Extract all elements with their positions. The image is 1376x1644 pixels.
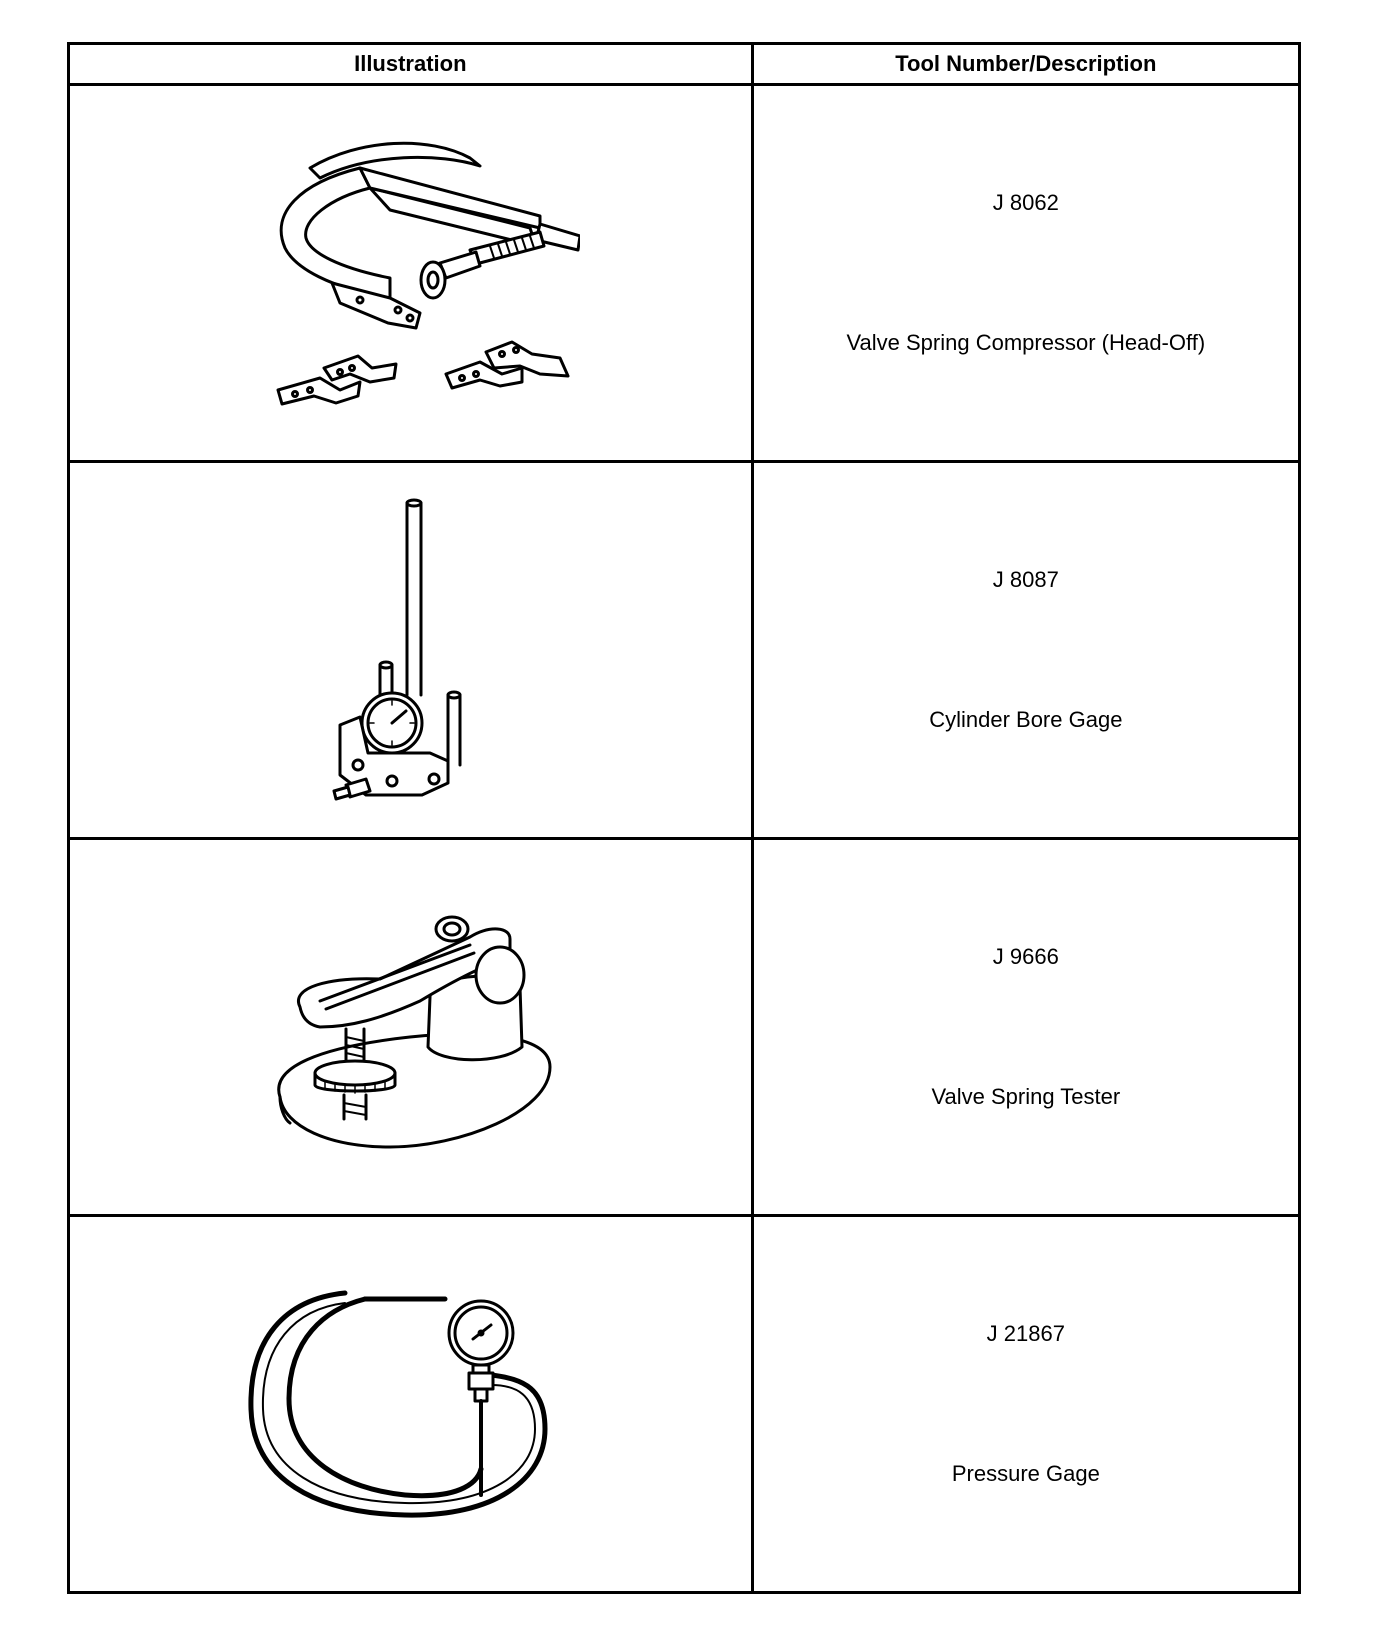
valve-spring-tester-icon <box>260 897 560 1157</box>
tool-number: J 21867 <box>986 1321 1065 1346</box>
cylinder-bore-gage-icon <box>330 495 490 805</box>
tool-description: Cylinder Bore Gage <box>929 707 1123 732</box>
illustration-cell <box>67 1214 754 1594</box>
tool-number: J 8062 <box>992 190 1059 215</box>
tool-description: Valve Spring Compressor (Head-Off) <box>846 330 1206 355</box>
table-row: J 8062 Valve Spring Compressor (Head-Off… <box>67 83 1302 463</box>
pressure-gage-icon <box>245 1289 575 1519</box>
valve-spring-compressor-icon <box>240 128 581 418</box>
table-row: J 8087 Cylinder Bore Gage <box>67 460 1302 840</box>
header-illustration: Illustration <box>67 42 754 86</box>
header-row: Illustration Tool Number/Description <box>67 42 1302 86</box>
table-row: J 9666 Valve Spring Tester <box>67 837 1302 1217</box>
description-cell: J 9666 Valve Spring Tester <box>750 837 1302 1217</box>
tool-number: J 9666 <box>992 944 1059 969</box>
table-row: J 21867 Pressure Gage <box>67 1214 1302 1594</box>
tool-number: J 8087 <box>992 567 1059 592</box>
description-cell: J 8087 Cylinder Bore Gage <box>750 460 1302 840</box>
illustration-cell <box>67 460 754 840</box>
description-cell: J 8062 Valve Spring Compressor (Head-Off… <box>750 83 1302 463</box>
illustration-cell <box>67 837 754 1217</box>
description-cell: J 21867 Pressure Gage <box>750 1214 1302 1594</box>
tool-description: Pressure Gage <box>951 1461 1100 1486</box>
tool-table: Illustration Tool Number/Description <box>67 42 1302 1594</box>
tool-description: Valve Spring Tester <box>931 1084 1121 1109</box>
illustration-cell <box>67 83 754 463</box>
header-tool-number-description: Tool Number/Description <box>750 42 1302 86</box>
